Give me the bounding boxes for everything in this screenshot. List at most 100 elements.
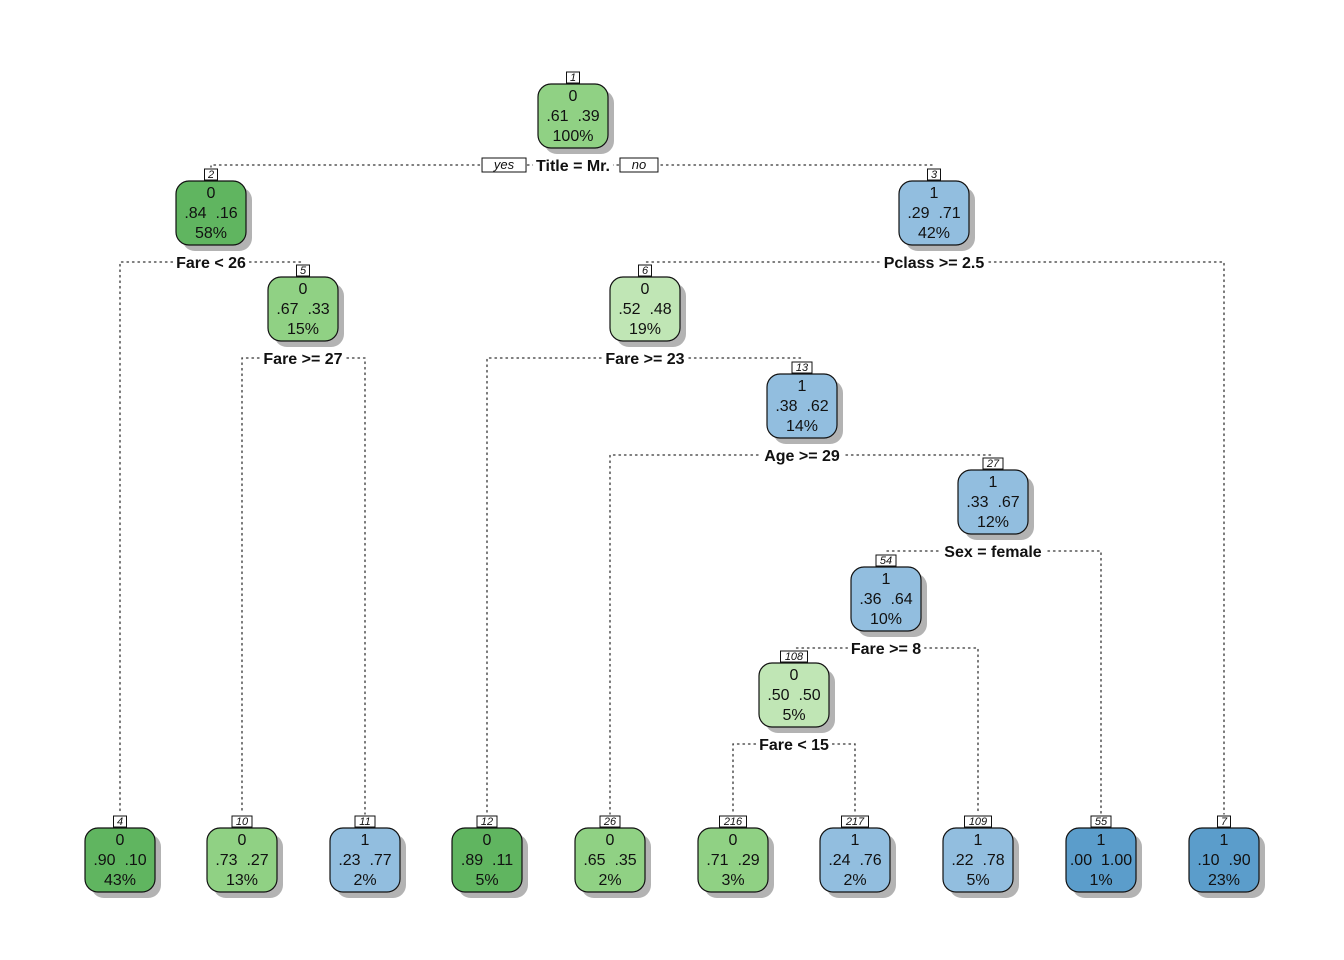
node-percent: 23% <box>1208 872 1240 889</box>
node-id-box <box>204 168 218 181</box>
edge-54-to-109 <box>885 647 979 815</box>
node-box <box>206 827 278 893</box>
node-box <box>850 566 922 632</box>
node-percent: 43% <box>104 872 136 889</box>
split-108: Fare < 15 <box>756 736 833 755</box>
node-class: 0 <box>729 832 738 849</box>
node-class: 1 <box>882 571 891 588</box>
node-probs: .67 .33 <box>276 301 329 318</box>
split-label-bg <box>880 254 988 273</box>
split-label-bg <box>173 254 250 273</box>
node-box <box>267 276 339 342</box>
node-id-label: 54 <box>880 555 892 567</box>
node-id-label: 5 <box>300 265 307 277</box>
no-branch-tag: no <box>619 157 659 173</box>
split-label-bg <box>756 736 833 755</box>
node-box <box>758 662 830 728</box>
node-id-box <box>841 815 869 828</box>
node-percent: 5% <box>475 872 498 889</box>
node-box <box>175 180 247 246</box>
yes-branch-tag: yes <box>481 157 527 173</box>
node-probs: .73 .27 <box>215 852 268 869</box>
node-id-label: 216 <box>723 816 743 828</box>
node-probs: .84 .16 <box>184 205 237 222</box>
node-box <box>1065 827 1137 893</box>
node-class: 0 <box>569 88 578 105</box>
node-percent: 100% <box>553 128 594 145</box>
node-id-label: 109 <box>969 816 987 828</box>
node-class: 1 <box>930 185 939 202</box>
node-probs: .71 .29 <box>706 852 759 869</box>
node-id-label: 1 <box>570 72 576 84</box>
node-percent: 58% <box>195 225 227 242</box>
node-box <box>609 276 681 342</box>
split-label: Sex = female <box>944 544 1042 561</box>
split-label: Pclass >= 2.5 <box>884 255 985 272</box>
node-class: 0 <box>299 281 308 298</box>
split-label-bg <box>602 350 688 369</box>
node-id-label: 217 <box>845 816 865 828</box>
node-id-label: 11 <box>359 816 370 828</box>
node-box <box>942 827 1014 893</box>
split-label: Fare < 15 <box>759 737 829 754</box>
edge-5-to-10 <box>241 357 304 815</box>
split-label: Age >= 29 <box>764 448 840 465</box>
node-percent: 1% <box>1089 872 1112 889</box>
edge-2-to-4 <box>119 261 212 815</box>
node-probs: .38 .62 <box>775 398 828 415</box>
yes-box <box>481 157 527 173</box>
node-id-label: 6 <box>642 265 649 277</box>
split-label-bg <box>260 350 346 369</box>
tree-node-54: 54 1 .36 .64 10% <box>850 554 927 637</box>
node-id-label: 108 <box>785 651 804 663</box>
node-id-label: 27 <box>986 458 1000 470</box>
node-probs: .52 .48 <box>618 301 671 318</box>
split-label: Fare >= 27 <box>263 351 342 368</box>
tree-node-26: 260.65 .352% <box>574 815 651 898</box>
node-box <box>537 83 609 149</box>
node-class: 1 <box>798 378 807 395</box>
node-id-box <box>354 815 376 828</box>
node-box <box>957 469 1029 535</box>
node-id-box <box>1090 815 1112 828</box>
no-label: no <box>632 157 646 172</box>
tree-node-216: 216 0 .71 .29 3% <box>697 815 774 898</box>
node-box <box>451 827 523 893</box>
node-probs: .36 .64 <box>859 591 912 608</box>
node-id-box <box>875 554 897 567</box>
edge-108-to-216 <box>732 743 795 815</box>
node-percent: 3% <box>721 872 744 889</box>
node-percent: 12% <box>977 514 1009 531</box>
split-label-bg <box>847 640 925 659</box>
node-id-box <box>296 264 310 277</box>
node-id-label: 55 <box>1095 816 1108 828</box>
node-percent: 10% <box>870 611 902 628</box>
node-box <box>1188 827 1260 893</box>
node-id-box <box>638 264 652 277</box>
node-id-box <box>1217 815 1231 828</box>
edge-1-to-2 <box>210 164 574 168</box>
edge-5-to-11 <box>302 357 366 815</box>
node-id-box <box>476 815 498 828</box>
node-class: 1 <box>1220 832 1229 849</box>
node-id-label: 4 <box>117 816 123 828</box>
node-probs: .24 .76 <box>828 852 881 869</box>
split-label-bg <box>533 157 613 176</box>
edge-27-to-55 <box>992 550 1102 815</box>
node-class: 1 <box>851 832 860 849</box>
edge-108-to-217 <box>793 743 856 815</box>
node-id-box <box>927 168 941 181</box>
split-27: Sex = female <box>941 543 1045 562</box>
node-class: 1 <box>1097 832 1106 849</box>
node-percent: 2% <box>353 872 376 889</box>
node-id-label: 26 <box>603 816 617 828</box>
node-probs: .50 .50 <box>767 687 820 704</box>
node-id-box <box>599 815 621 828</box>
node-percent: 14% <box>786 418 818 435</box>
